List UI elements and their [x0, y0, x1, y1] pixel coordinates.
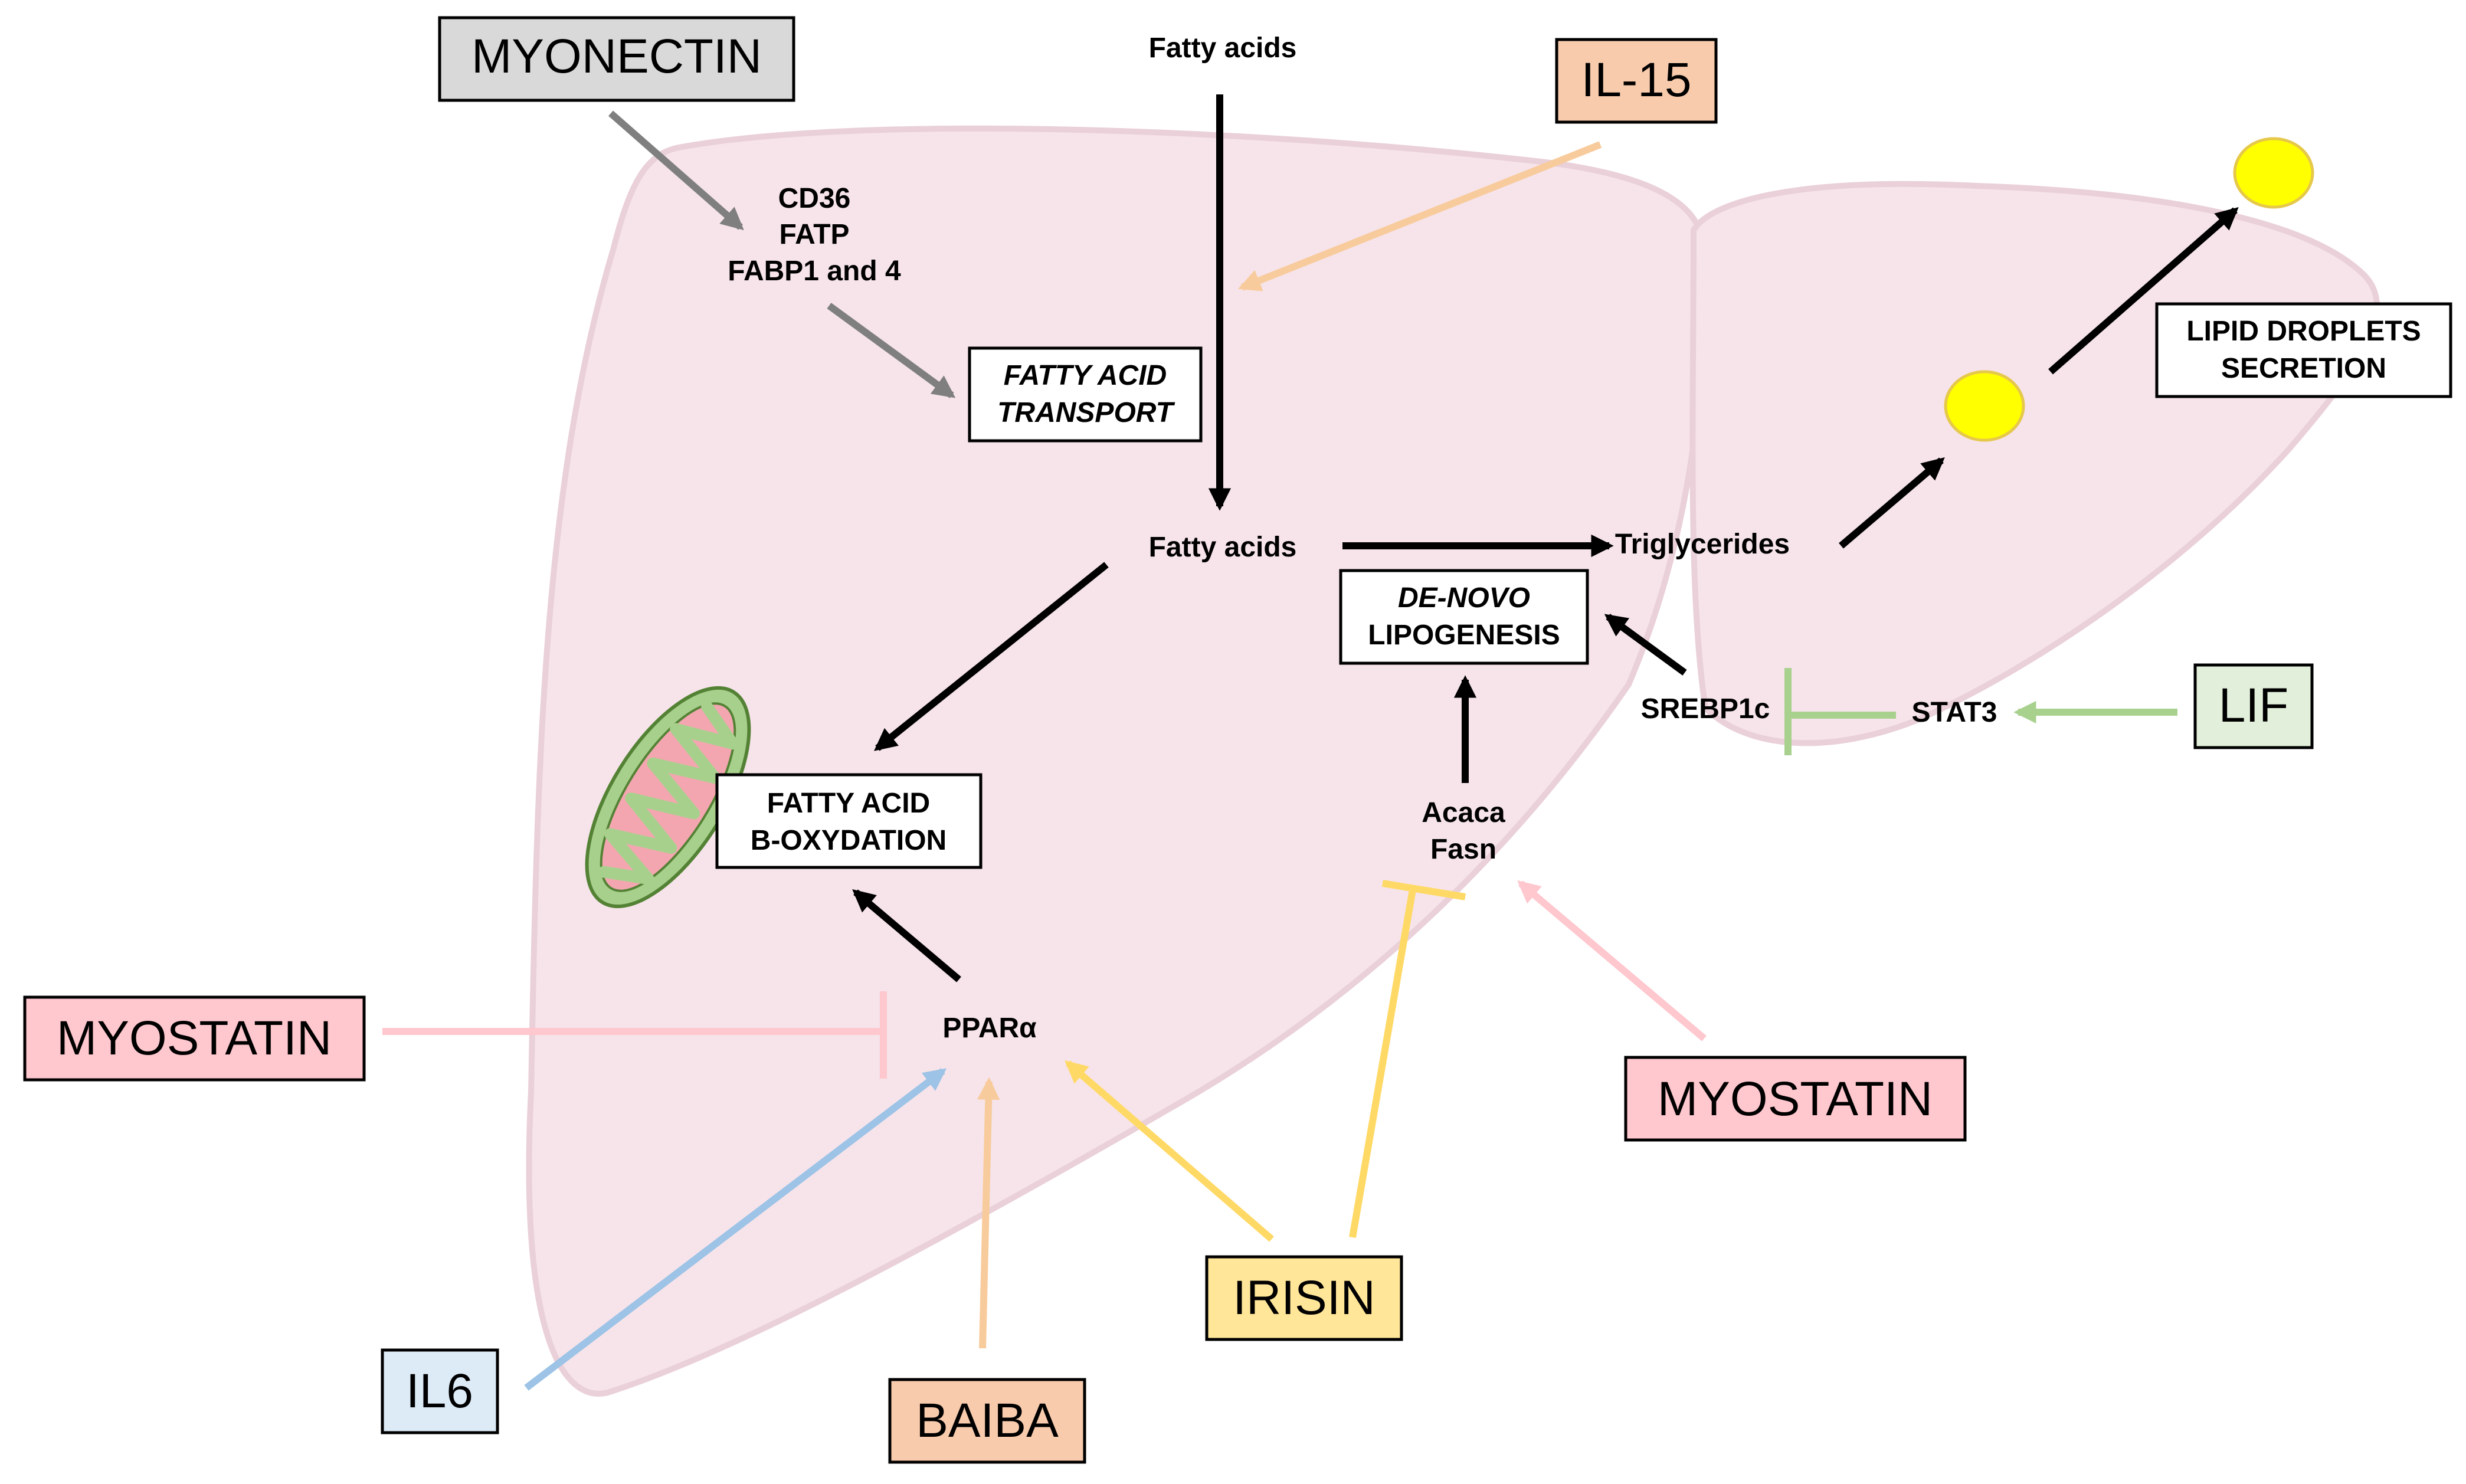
- transporter-fabp-label: FABP1 and 4: [728, 255, 901, 287]
- arrow-myostatin-to-acaca: [1517, 880, 1707, 1041]
- arrow-il15: [1237, 141, 1602, 291]
- il15-box: IL-15: [1555, 38, 1718, 124]
- liver-right-lobe: [1689, 181, 2380, 746]
- svg-text:IL-15: IL-15: [1581, 53, 1692, 107]
- lipid-droplet-icon: [1944, 370, 2025, 442]
- baiba-box: BAIBA: [888, 1378, 1086, 1464]
- fatty-acid-b-oxydation-box: FATTY ACID B-OXYDATION: [715, 773, 983, 869]
- de-novo-lipogenesis-box: DE-NOVO LIPOGENESIS: [1339, 569, 1589, 665]
- inhibition-myostatin-ppara: [382, 991, 887, 1079]
- myostatin-right-box: MYOSTATIN: [1624, 1056, 1967, 1142]
- transporter-fatp-label: FATP: [779, 219, 849, 250]
- triglycerides-label: Triglycerides: [1615, 529, 1790, 560]
- lif-box: LIF: [2193, 663, 2314, 749]
- svg-text:MYOSTATIN: MYOSTATIN: [57, 1011, 332, 1065]
- arrow-baiba-to-ppara: [977, 1077, 1000, 1349]
- myostatin-left-box: MYOSTATIN: [23, 995, 366, 1082]
- arrow-il6-to-ppara: [524, 1068, 947, 1391]
- il6-box: IL6: [381, 1348, 499, 1434]
- liver-left-lobe: [526, 125, 1707, 1397]
- svg-text:FATTY ACID: FATTY ACID: [767, 788, 930, 819]
- fasn-label: Fasn: [1430, 834, 1496, 865]
- arrow-irisin-to-ppara: [1065, 1060, 1274, 1242]
- lipid-droplet-icon: [2233, 137, 2314, 209]
- svg-text:MYOSTATIN: MYOSTATIN: [1658, 1072, 1933, 1126]
- svg-text:IL6: IL6: [406, 1364, 473, 1418]
- arrow-ppara-to-oxidation: [852, 889, 961, 982]
- fatty-acid-transport-box: FATTY ACID TRANSPORT: [968, 346, 1203, 443]
- arrow-droplet-secretion: [2048, 207, 2239, 375]
- liver-illustration: [526, 125, 2380, 1397]
- inhibition-irisin-acaca: [1349, 880, 1466, 1239]
- myonectin-box: MYONECTIN: [438, 16, 795, 102]
- fatty-acids-mid-label: Fatty acids: [1149, 532, 1297, 563]
- fatty-acids-top-label: Fatty acids: [1149, 32, 1297, 64]
- pathway-arrows: [852, 94, 2239, 982]
- srebp1c-label: SREBP1c: [1641, 693, 1770, 725]
- irisin-box: IRISIN: [1205, 1255, 1403, 1341]
- svg-text:SECRETION: SECRETION: [2221, 353, 2386, 384]
- svg-text:FATTY ACID: FATTY ACID: [1004, 360, 1167, 391]
- svg-text:LIF: LIF: [2219, 679, 2288, 732]
- stat3-label: STAT3: [1912, 697, 1997, 728]
- acaca-label: Acaca: [1422, 797, 1505, 828]
- transporter-cd36-label: CD36: [778, 183, 851, 214]
- lipid-droplets-secretion-box: LIPID DROPLETS SECRETION: [2155, 302, 2452, 398]
- arrow-triglycerides-to-droplet: [1839, 457, 1945, 549]
- svg-text:LIPOGENESIS: LIPOGENESIS: [1368, 620, 1560, 651]
- svg-text:LIPID DROPLETS: LIPID DROPLETS: [2186, 316, 2421, 347]
- ppara-label: PPARα: [942, 1013, 1037, 1044]
- svg-text:TRANSPORT: TRANSPORT: [997, 397, 1175, 428]
- arrow-transporters-to-transport: [827, 303, 956, 398]
- svg-text:B-OXYDATION: B-OXYDATION: [751, 825, 947, 856]
- svg-text:MYONECTIN: MYONECTIN: [471, 30, 762, 83]
- svg-text:DE-NOVO: DE-NOVO: [1398, 582, 1530, 614]
- arrow-srebp1c-to-lipogenesis: [1604, 614, 1687, 676]
- svg-text:IRISIN: IRISIN: [1233, 1271, 1375, 1325]
- myonectin-arrows: [608, 110, 956, 398]
- svg-text:BAIBA: BAIBA: [916, 1394, 1059, 1447]
- arrow-fatty-acids-to-oxidation: [874, 562, 1109, 751]
- arrow-myonectin-to-transporters: [608, 110, 744, 231]
- inhibition-stat3-srebp1c: [1784, 668, 1896, 755]
